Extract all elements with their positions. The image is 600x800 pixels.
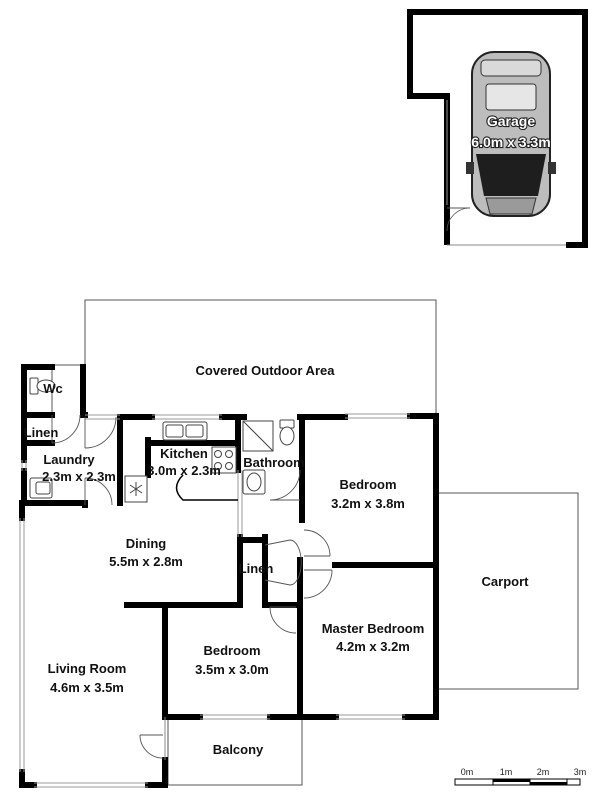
- linen-label-1: Linen: [24, 425, 59, 440]
- master-bedroom-door: [303, 569, 333, 599]
- bedroom-door: [303, 529, 331, 557]
- carport-label: Carport: [482, 574, 530, 589]
- balcony-door: [139, 734, 164, 759]
- bedroom2-door: [269, 606, 297, 634]
- garage-label: Garage: [487, 113, 535, 129]
- stove-icon: [211, 446, 237, 474]
- scale-bar: 0m 1m 2m 3m: [454, 767, 587, 786]
- bathroom-door: [269, 469, 301, 501]
- car-icon: [466, 51, 556, 217]
- garage: Garage 6.0m x 3.3m: [407, 9, 588, 248]
- garage-door: [446, 207, 471, 232]
- master-bedroom-label: Master Bedroom: [322, 621, 425, 636]
- basin-icon: [242, 469, 266, 495]
- doors: [51, 414, 333, 759]
- master-bedroom-size: 4.2m x 3.2m: [336, 639, 410, 654]
- kitchen-bench-curve: [175, 474, 238, 501]
- fan-icon: [124, 475, 148, 503]
- carport-outline: [436, 492, 579, 690]
- linen-label-2: Linen: [239, 561, 274, 576]
- walls: [19, 364, 439, 788]
- dining-size: 5.5m x 2.8m: [109, 554, 183, 569]
- kitchen-size: 3.0m x 2.3m: [147, 463, 221, 478]
- bedroom-1-label: Bedroom: [339, 477, 396, 492]
- sink-icon: [162, 421, 208, 441]
- linen-door: [264, 539, 302, 586]
- scale-label-2: 2m: [537, 767, 550, 777]
- dining-label: Dining: [126, 536, 166, 551]
- bedroom-2-label: Bedroom: [203, 643, 260, 658]
- living-room-size: 4.6m x 3.5m: [50, 680, 124, 695]
- balcony-label: Balcony: [213, 742, 264, 757]
- scale-label-0: 0m: [461, 767, 474, 777]
- shower-icon: [242, 420, 274, 452]
- toilet-bathroom-icon: [279, 419, 295, 446]
- garage-wall: [407, 9, 588, 248]
- living-room-label: Living Room: [48, 661, 127, 676]
- bathroom-label: Bathroom: [243, 455, 304, 470]
- laundry-size: 2.3m x 2.3m: [42, 469, 116, 484]
- laundry-label: Laundry: [43, 452, 95, 467]
- bedroom-2-size: 3.5m x 3.0m: [195, 662, 269, 677]
- laundry-door: [84, 416, 117, 506]
- covered-outdoor-outline: [84, 299, 437, 417]
- toilet-icon: [29, 377, 56, 395]
- wc-label: Wc: [43, 381, 63, 396]
- laundry-tub-icon: [29, 477, 53, 499]
- balcony-outline: [167, 717, 303, 786]
- bedroom-1-size: 3.2m x 3.8m: [331, 496, 405, 511]
- scale-label-3: 3m: [574, 767, 587, 777]
- kitchen-label: Kitchen: [160, 446, 208, 461]
- scale-label-1: 1m: [500, 767, 513, 777]
- garage-size: 6.0m x 3.3m: [471, 134, 550, 150]
- windows: [19, 413, 410, 788]
- covered-outdoor-label: Covered Outdoor Area: [196, 363, 336, 378]
- wc-door: [51, 414, 81, 444]
